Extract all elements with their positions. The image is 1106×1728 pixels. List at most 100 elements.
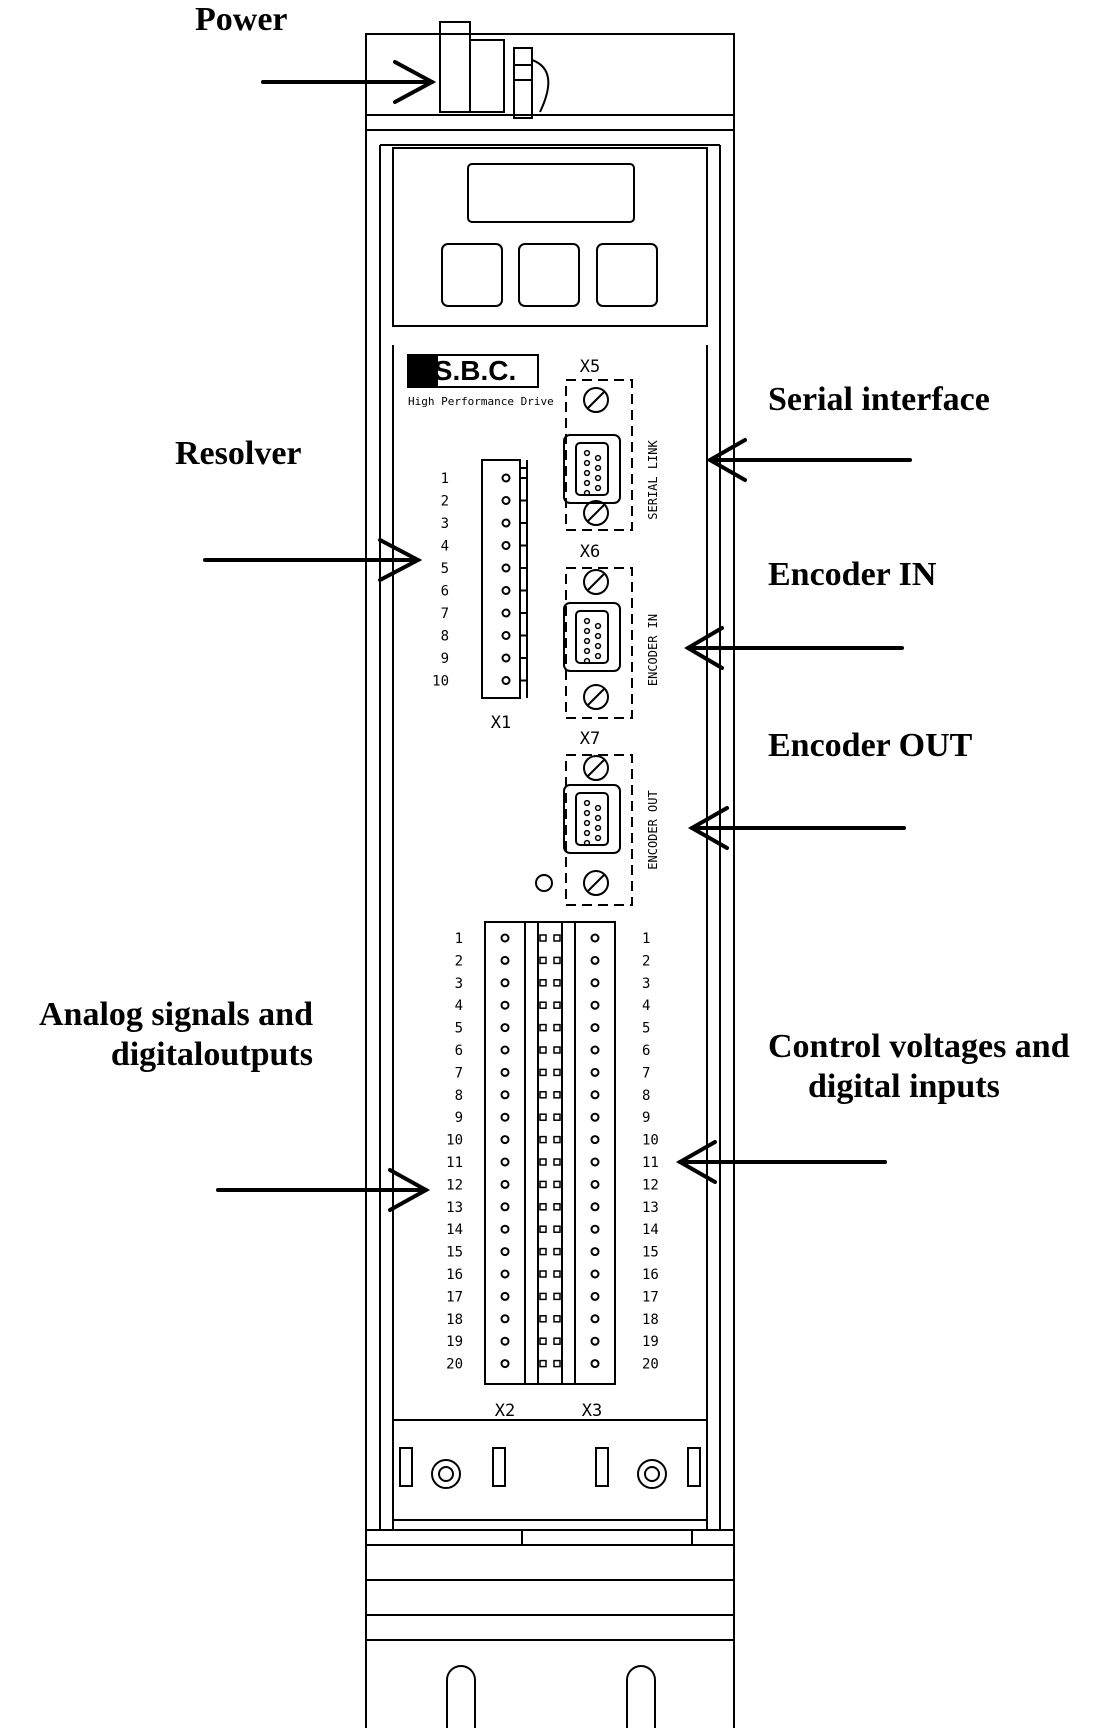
bridge-contact (539, 1315, 547, 1323)
x3-pin (590, 1023, 600, 1033)
panel-key-1 (441, 243, 503, 307)
x2-pin (500, 1336, 510, 1346)
x2-x3-terminal-block (484, 921, 616, 1385)
display-panel (392, 147, 708, 327)
x2-pin-number: 15 (446, 1245, 463, 1261)
x3-pin (590, 1000, 600, 1010)
analog-signals-arrow (216, 1168, 431, 1212)
x7-dsub-pin (583, 799, 591, 807)
x6-dsub-pin (583, 647, 591, 655)
bridge-contact (539, 1247, 547, 1256)
x3-pin-number: 13 (642, 1200, 659, 1216)
x3-pin-number: 2 (642, 953, 650, 969)
x2-pin-number: 4 (455, 998, 463, 1014)
x2-pin (500, 955, 510, 965)
x5-dsub-pin (594, 454, 602, 462)
x1-pin (501, 563, 511, 573)
x2-pin-number: 12 (446, 1177, 463, 1193)
x2-pin (500, 933, 510, 943)
x2-label: X2 (495, 1401, 515, 1421)
x1-pin-number: 5 (441, 561, 449, 577)
bridge-contact (553, 1180, 561, 1189)
x2-pin-number: 6 (455, 1043, 463, 1059)
x1-pin-number: 7 (441, 606, 449, 622)
resolver-arrow (203, 538, 423, 582)
bridge-contact (539, 1068, 547, 1077)
x2-pin-number: 18 (446, 1312, 463, 1328)
x2-pin-number: 11 (446, 1155, 463, 1171)
x3-pin-number: 20 (642, 1357, 659, 1373)
x2-pin (500, 1202, 510, 1212)
encoder-in-label: Encoder IN (768, 556, 937, 593)
bridge-contact (553, 1113, 561, 1121)
brand: S.B.C. High Performance Drive (408, 355, 554, 408)
bridge-contact (553, 934, 561, 942)
x3-pin (590, 1336, 600, 1346)
x3-pin (590, 1045, 600, 1055)
x3-pin (590, 1247, 600, 1257)
x3-pin-number: 4 (642, 998, 650, 1014)
x3-pin (590, 1135, 600, 1145)
encoder-in-arrow (684, 626, 904, 670)
x3-pin (590, 1224, 600, 1234)
x3-pin (590, 1157, 600, 1167)
x3-pin-number: 10 (642, 1133, 659, 1149)
x5-dsub-pin (583, 469, 591, 477)
x5-label: X5 (580, 357, 600, 377)
x5-dsub-pin (594, 474, 602, 482)
x3-pin-number: 5 (642, 1021, 650, 1037)
x1-pin-number: 8 (441, 629, 449, 645)
bridge-contact (539, 1292, 547, 1301)
analog-signals-label-line2: digitaloutputs (110, 1036, 313, 1073)
x2-pin-number: 1 (455, 931, 463, 947)
bridge-contact (539, 1091, 547, 1099)
x6-dsub-pin (583, 657, 591, 665)
analog-signals-label-line1: Analog signals and (39, 996, 313, 1033)
encoder-out-arrow (687, 806, 906, 850)
x2-pin (500, 1247, 510, 1257)
bridge-contact (553, 1359, 561, 1368)
bridge-contact (553, 1158, 561, 1166)
x7-dsub-pin (594, 824, 602, 832)
x2-pin-number: 8 (455, 1088, 463, 1104)
x3-pin (590, 955, 600, 965)
x1-connector (481, 459, 528, 699)
callout-arrows (203, 60, 912, 1212)
x7-dsub-pin (583, 839, 591, 847)
x3-pin-number: 1 (642, 931, 650, 947)
x6-dsub-pin (594, 622, 602, 630)
x3-pin-number: 18 (642, 1312, 659, 1328)
x2-pin-number: 7 (455, 1065, 463, 1081)
x1-pin-number: 2 (441, 494, 449, 510)
x7-dsub-pin (583, 819, 591, 827)
x2-pin (500, 1000, 510, 1010)
x3-pin-number: 6 (642, 1043, 650, 1059)
x1-pin (501, 473, 511, 483)
x3-pin-number: 8 (642, 1088, 650, 1104)
bridge-contact (553, 1315, 561, 1323)
x6-connector (563, 567, 633, 719)
bridge-contact (539, 979, 547, 987)
x2-pin-number: 2 (455, 953, 463, 969)
x7-connector (563, 754, 633, 906)
x7-label: X7 (580, 729, 600, 749)
x7-dsub-pin (594, 814, 602, 822)
x2-pin (500, 1359, 510, 1369)
x1-pin (501, 676, 511, 685)
x3-pin-number: 7 (642, 1065, 650, 1081)
x3-pin (590, 933, 600, 943)
bridge-contact (539, 1023, 547, 1032)
x6-dsub-pin (594, 652, 602, 660)
bridge-contact (539, 1337, 547, 1345)
control-voltages-arrow (675, 1140, 887, 1184)
x5-dsub-pin (594, 484, 602, 492)
x3-pin (590, 1112, 600, 1122)
bridge-contact (553, 1225, 561, 1233)
encoder-out-label: Encoder OUT (768, 727, 973, 764)
x1-pin (501, 608, 511, 618)
x3-pin-number: 17 (642, 1289, 659, 1305)
x1-pin (501, 518, 511, 528)
